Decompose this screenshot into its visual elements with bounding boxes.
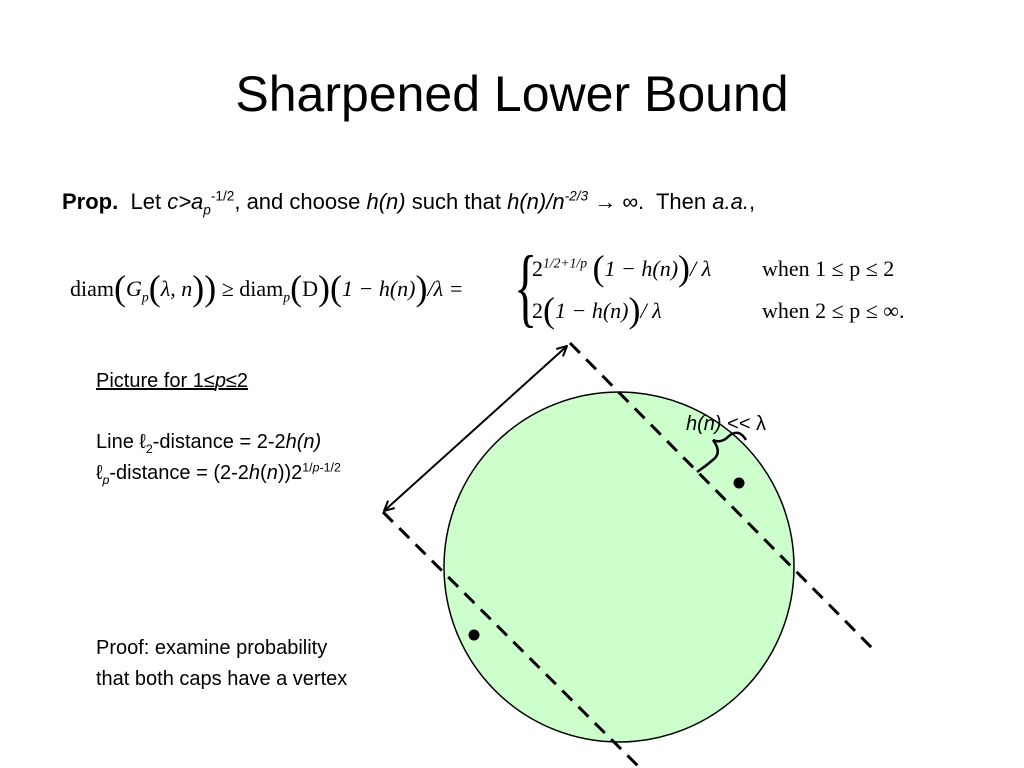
prop-h-symbol: h(n): [366, 189, 406, 214]
prop-c-subscript: p: [203, 202, 211, 218]
prop-c-symbol: c>a: [167, 189, 204, 214]
eq-G-args: λ, n: [160, 276, 193, 301]
prop-comma: ,: [748, 189, 756, 214]
case-1-condition: when 1 ≤ p ≤ 2: [762, 256, 895, 281]
prop-c-superscript: -1/2: [210, 188, 235, 204]
prop-arrow-infinity: → ∞.: [594, 189, 645, 214]
left-dashed-line: [381, 510, 642, 768]
proof-line-2: that both caps have a vertex: [96, 668, 348, 690]
case-2-condition: when 2 ≤ p ≤ ∞.: [762, 298, 905, 323]
case-2-expression: 2(1 − h(n))/ λ: [532, 290, 662, 330]
right-dashed-line: [568, 341, 874, 650]
eq-diam: diam: [70, 276, 114, 301]
equation-lhs: diam(Gp(λ, n)) ≥ diamp(D)(1 − h(n))/λ =: [70, 268, 464, 308]
prop-and-choose: , and choose: [234, 189, 361, 214]
case-1-exponent: 1/2+1/p: [543, 255, 588, 271]
prop-label: Prop.: [62, 189, 119, 214]
unit-disk: [443, 391, 795, 743]
eq-G-subscript: p: [141, 289, 149, 305]
prop-ratio: h(n)/n: [507, 189, 565, 214]
cap-width-brace: [696, 431, 748, 474]
cases-brace: {: [514, 239, 538, 336]
eq-G: G: [126, 276, 142, 301]
eq-div-lambda: /λ =: [427, 276, 464, 301]
diameter-inequality: diam(Gp(λ, n)) ≥ diamp(D)(1 − h(n))/λ = …: [70, 239, 960, 336]
proposition-statement: Prop. Let c>ap-1/2, and choose h(n) such…: [62, 186, 755, 218]
distance-arrow: [384, 346, 567, 511]
line-l2-distance: Line ℓ2-distance = 2-2h(n): [96, 431, 322, 456]
eq-geq-diam: ≥ diam: [221, 276, 284, 301]
case-1-expression: 21/2+1/p (1 − h(n))/ λ: [532, 248, 712, 288]
prop-such-that: such that: [411, 189, 501, 214]
prop-ratio-superscript: -2/3: [564, 188, 589, 204]
prop-let: Let: [130, 189, 162, 214]
vertex-dot-left: [468, 629, 480, 641]
proof-line-1: Proof: examine probability: [96, 637, 328, 659]
eq-D: D: [302, 276, 318, 301]
proof-note: Proof: examine probability that both cap…: [96, 633, 347, 695]
vertex-dot-right: [733, 477, 745, 489]
slide-title: Sharpened Lower Bound: [235, 66, 789, 122]
cap-width-label: h(n) << λ: [686, 413, 767, 435]
eq-factor: 1 − h(n): [341, 276, 416, 301]
picture-caption: Picture for 1≤p≤2: [96, 370, 249, 392]
prop-aa: a.a.: [712, 189, 749, 214]
eq-diam-subscript: p: [283, 289, 291, 305]
lp-distance: ℓp-distance = (2-2h(n))21/p-1/2: [96, 460, 341, 487]
prop-then: Then: [655, 189, 707, 214]
